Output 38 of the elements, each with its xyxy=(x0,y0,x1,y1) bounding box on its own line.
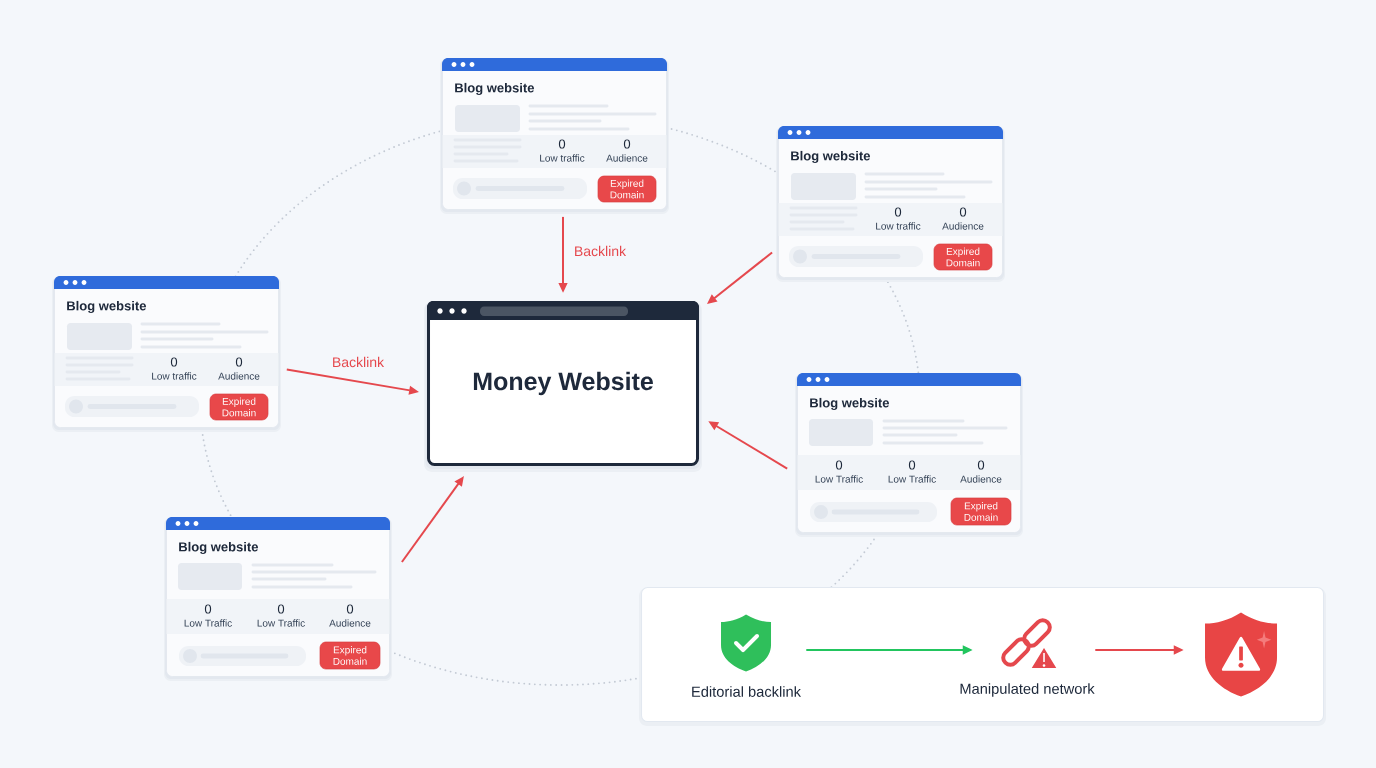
stat-label: Audience xyxy=(606,154,648,162)
stat-label: Low Traffic xyxy=(257,619,305,627)
status-badge: Expired Domain xyxy=(597,175,657,203)
status-badge: Expired Domain xyxy=(209,393,269,421)
stat-value: 0 xyxy=(623,139,631,149)
stat-value: 0 xyxy=(170,357,178,367)
card-title: Blog website xyxy=(455,82,534,96)
stat-label: Audience xyxy=(960,475,1002,483)
stat-value: 0 xyxy=(908,460,916,470)
card-title: Blog website xyxy=(179,541,258,555)
stat-label: Low Traffic xyxy=(888,475,936,483)
status-badge: Expired Domain xyxy=(950,497,1012,526)
card-title: Blog website xyxy=(67,300,146,314)
stat-value: 0 xyxy=(894,207,902,217)
stat-value: 0 xyxy=(977,460,985,470)
card-title: Blog website xyxy=(791,150,870,164)
stat-value: 0 xyxy=(204,604,212,614)
stat-label: Audience xyxy=(218,372,260,380)
status-badge: Expired Domain xyxy=(319,641,381,670)
status-badge: Expired Domain xyxy=(933,243,993,271)
stat-label: Audience xyxy=(942,222,984,230)
card-title: Blog website xyxy=(810,397,889,411)
stat-value: 0 xyxy=(959,207,967,217)
browser-window: Money Website xyxy=(424,301,702,472)
stat-label: Low Traffic xyxy=(184,619,232,627)
icon-caption: Manipulated network xyxy=(960,683,1095,697)
warning-shield-icon xyxy=(1205,612,1277,697)
stat-value: 0 xyxy=(277,604,285,614)
stat-value: 0 xyxy=(346,604,354,614)
stat-value: 0 xyxy=(558,139,566,149)
stat-label: Low traffic xyxy=(152,372,197,380)
icon-caption: Editorial backlink xyxy=(692,686,802,697)
stat-label: Low Traffic xyxy=(815,475,863,483)
stat-value: 0 xyxy=(835,460,843,470)
stat-label: Audience xyxy=(329,619,371,627)
stat-value: 0 xyxy=(235,357,243,367)
stat-label: Low traffic xyxy=(876,222,921,230)
stat-label: Low traffic xyxy=(540,154,585,162)
